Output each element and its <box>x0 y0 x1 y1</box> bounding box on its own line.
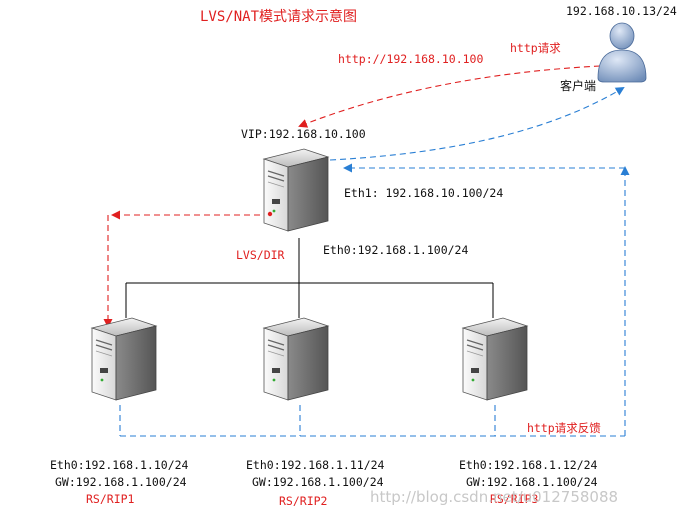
director-server-icon <box>263 148 329 232</box>
response-path <box>119 86 630 437</box>
request-label: http请求 <box>510 41 561 55</box>
director-eth0: Eth0:192.168.1.100/24 <box>323 243 469 257</box>
client-ip: 192.168.10.13/24 <box>566 4 677 18</box>
rs2-label: RS/RIP2 <box>279 494 328 508</box>
response-label: http请求反馈 <box>527 421 601 435</box>
rs2-gw: GW:192.168.1.100/24 <box>252 475 384 489</box>
request-url: http://192.168.10.100 <box>338 52 484 66</box>
watermark: http://blog.csdn.net/u012758088 <box>370 488 619 506</box>
director-label: LVS/DIR <box>236 248 285 262</box>
director-vip: VIP:192.168.10.100 <box>241 127 366 141</box>
diagram-title: LVS/NAT模式请求示意图 <box>200 9 358 25</box>
rs3-eth0: Eth0:192.168.1.12/24 <box>459 458 598 472</box>
rs1-gw: GW:192.168.1.100/24 <box>55 475 187 489</box>
director-eth1: Eth1: 192.168.10.100/24 <box>344 186 504 200</box>
director-port-marker <box>267 211 273 217</box>
client-label: 客户端 <box>560 79 597 93</box>
rs3-gw: GW:192.168.1.100/24 <box>466 475 598 489</box>
real-server-1-icon <box>91 317 157 401</box>
real-server-2-icon <box>263 317 329 401</box>
real-server-3-icon <box>462 317 528 401</box>
rs1-eth0: Eth0:192.168.1.10/24 <box>50 458 189 472</box>
rs2-eth0: Eth0:192.168.1.11/24 <box>246 458 385 472</box>
request-path <box>103 65 601 328</box>
internal-network-bus <box>125 238 494 318</box>
rs1-label: RS/RIP1 <box>86 492 135 506</box>
rs3-label: RS/RIP3 <box>490 492 539 506</box>
client-user-icon <box>597 22 647 83</box>
